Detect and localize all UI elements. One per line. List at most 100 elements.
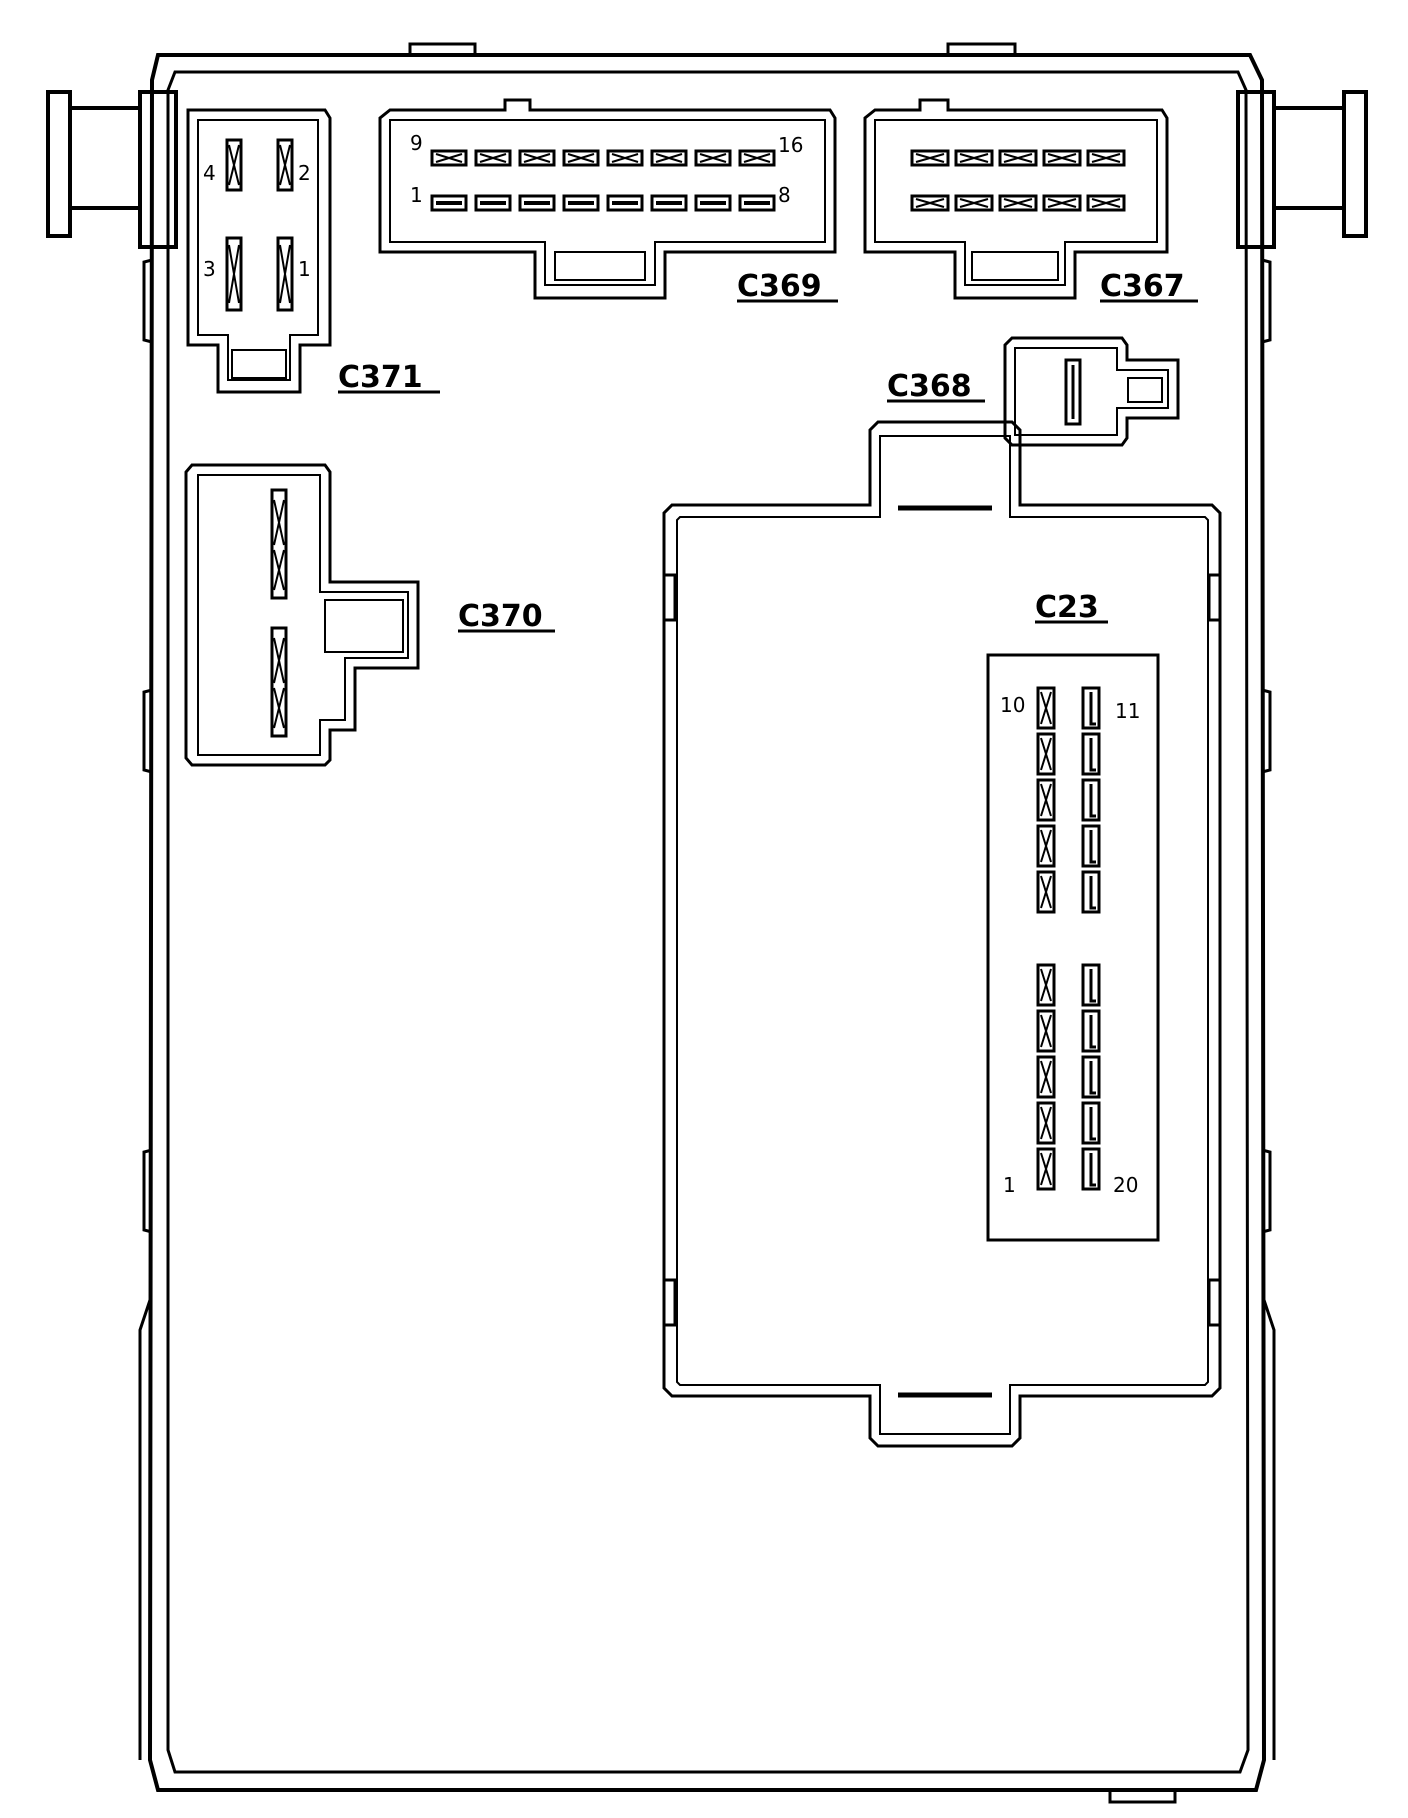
c23-terminal xyxy=(1081,1009,1101,1053)
c370-label: C370 xyxy=(458,599,543,634)
c23-left-column xyxy=(1036,686,1056,1191)
c23-terminal xyxy=(1081,824,1101,868)
c367-terminal xyxy=(954,149,994,167)
housing-side-bump-left-1 xyxy=(142,258,153,344)
c371-terminal xyxy=(276,138,294,192)
c370-latch xyxy=(324,599,404,653)
module-housing xyxy=(138,42,1276,1804)
c23-clip-left-top xyxy=(664,573,677,622)
c23-clip-left-bottom xyxy=(664,1278,677,1327)
c369-terminal xyxy=(606,194,644,212)
c367-inner xyxy=(874,119,1158,286)
c23-pin-number: 20 xyxy=(1113,1173,1138,1197)
c369-terminal xyxy=(738,194,776,212)
c23-outline xyxy=(662,420,1222,1448)
c367-terminal xyxy=(1086,149,1126,167)
c23-terminal xyxy=(1081,1055,1101,1099)
c23-terminal xyxy=(1036,824,1056,868)
c371-pin-number: 2 xyxy=(298,161,311,185)
c23-clip-right-bottom xyxy=(1207,1278,1220,1327)
c371-pin-number: 3 xyxy=(203,257,216,281)
c367-terminal xyxy=(910,149,950,167)
c369-pin-number: 1 xyxy=(410,183,423,207)
connector-c367: C367 xyxy=(863,98,1198,304)
c23-terminal xyxy=(1081,732,1101,776)
c369-terminal xyxy=(474,194,512,212)
c369-terminal xyxy=(518,194,556,212)
c369-terminal xyxy=(694,194,732,212)
c369-terminal xyxy=(650,149,688,167)
c23-terminal xyxy=(1036,1101,1056,1145)
c23-terminal xyxy=(1036,870,1056,914)
c367-terminal xyxy=(954,194,994,212)
c369-terminal xyxy=(518,149,556,167)
c369-latch xyxy=(554,251,646,281)
c369-terminal xyxy=(430,149,468,167)
c23-terminal xyxy=(1036,963,1056,1007)
housing-side-bump-left-2 xyxy=(142,688,153,774)
c368-label: C368 xyxy=(887,369,972,404)
c369-terminal xyxy=(562,194,600,212)
housing-bottom-tab xyxy=(1108,1790,1177,1804)
c371-latch xyxy=(231,349,287,379)
connector-c371: 4 2 3 1 C371 xyxy=(186,108,440,395)
c23-terminal xyxy=(1081,686,1101,730)
c367-bottom-row xyxy=(910,194,1126,212)
c371-pin-number: 4 xyxy=(203,161,216,185)
c368-terminal xyxy=(1064,358,1082,426)
housing-corner-left xyxy=(138,1299,152,1760)
c23-terminal xyxy=(1036,1055,1056,1099)
c369-terminal xyxy=(606,149,644,167)
connector-c369: 9 16 1 8 C369 xyxy=(378,98,838,304)
c369-terminal xyxy=(694,149,732,167)
c23-inner xyxy=(676,435,1209,1435)
c369-terminal xyxy=(650,194,688,212)
c23-label: C23 xyxy=(1035,590,1099,625)
c367-terminal xyxy=(998,194,1038,212)
housing-corner-right xyxy=(1262,1299,1276,1760)
c23-terminal xyxy=(1036,1009,1056,1053)
c23-right-column xyxy=(1081,686,1101,1191)
housing-side-bump-right-3 xyxy=(1261,1148,1272,1234)
c23-clip-right-top xyxy=(1207,573,1220,622)
c369-bottom-row xyxy=(430,194,776,212)
c370-inner xyxy=(197,474,409,756)
c367-latch xyxy=(971,251,1059,281)
c369-label: C369 xyxy=(737,269,822,304)
connector-c23: 10 11 1 20 C23 xyxy=(662,420,1222,1448)
c371-terminal xyxy=(225,236,243,312)
c23-pin-number: 1 xyxy=(1003,1173,1016,1197)
c369-outline xyxy=(378,98,837,300)
c23-pin-number: 11 xyxy=(1115,699,1140,723)
c369-terminal xyxy=(474,149,512,167)
housing-side-bump-left-3 xyxy=(142,1148,153,1234)
connector-c368: C368 xyxy=(887,336,1180,447)
c23-terminal xyxy=(1036,686,1056,730)
c369-inner xyxy=(389,119,826,286)
c369-pin-number: 9 xyxy=(410,131,423,155)
housing-inner xyxy=(166,70,1250,1774)
c369-terminal xyxy=(430,194,468,212)
housing-top-tab-left xyxy=(408,42,477,55)
housing-top-tab-right xyxy=(946,42,1017,55)
c23-terminal xyxy=(1081,1101,1101,1145)
c367-terminal xyxy=(1042,149,1082,167)
c23-terminal xyxy=(1081,963,1101,1007)
c23-terminal xyxy=(1081,1147,1101,1191)
c23-terminal xyxy=(1036,778,1056,822)
c371-label: C371 xyxy=(338,360,423,395)
housing-side-bump-right-1 xyxy=(1261,258,1272,344)
c371-inner xyxy=(197,119,319,381)
housing-side-bump-right-2 xyxy=(1261,688,1272,774)
c367-terminal xyxy=(998,149,1038,167)
c369-pin-number: 8 xyxy=(778,183,791,207)
c368-outline xyxy=(1003,336,1180,447)
c371-terminal xyxy=(276,236,294,312)
c23-terminal xyxy=(1081,778,1101,822)
c371-pin-number: 1 xyxy=(298,257,311,281)
c367-top-row xyxy=(910,149,1126,167)
housing-outer xyxy=(147,53,1267,1792)
c370-terminal xyxy=(270,626,288,738)
c369-top-row xyxy=(430,149,776,167)
